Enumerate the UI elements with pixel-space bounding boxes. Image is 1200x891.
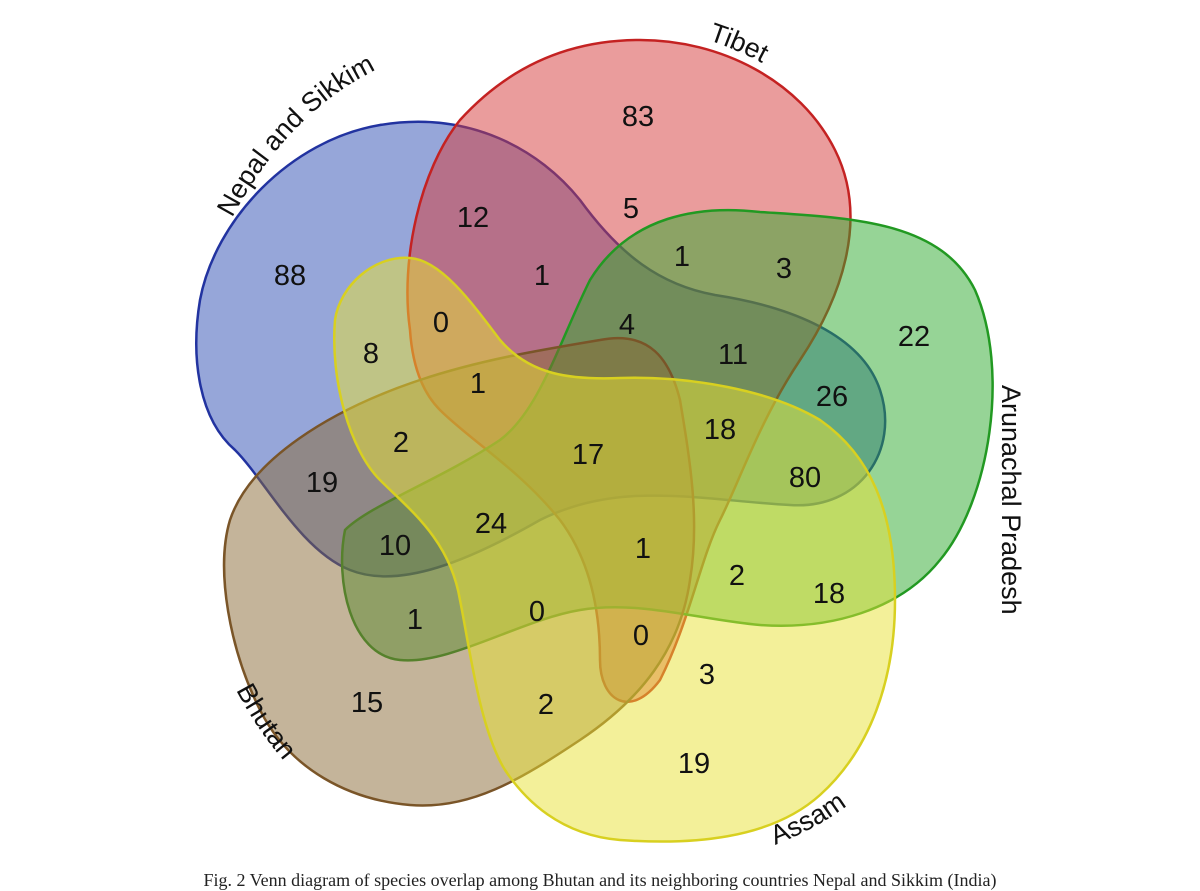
- region-count: 8: [363, 338, 379, 370]
- region-count: 1: [635, 533, 651, 565]
- region-count: 18: [704, 414, 736, 446]
- set-label-arunachal-pradesh: Arunachal Pradesh: [996, 385, 1026, 615]
- region-count: 5: [623, 193, 639, 225]
- region-count: 24: [475, 508, 507, 540]
- region-count: 2: [393, 427, 409, 459]
- region-count: 4: [619, 309, 635, 341]
- region-count: 18: [813, 578, 845, 610]
- region-count: 19: [306, 467, 338, 499]
- region-count: 26: [816, 381, 848, 413]
- region-count: 11: [718, 339, 748, 371]
- region-count: 15: [351, 687, 383, 719]
- set-assam-shape: [333, 256, 897, 843]
- region-count: 2: [538, 689, 554, 721]
- region-count: 1: [534, 260, 550, 292]
- region-count: 3: [776, 253, 792, 285]
- venn-region-counts: 88 83 22 15 19 12 5 1 3 1 0 8 4 11 26 1 …: [274, 101, 930, 780]
- region-count: 0: [433, 307, 449, 339]
- region-count: 1: [674, 241, 690, 273]
- region-count: 83: [622, 101, 654, 133]
- region-count: 1: [470, 368, 486, 400]
- region-count: 1: [407, 604, 423, 636]
- venn-sets: [195, 38, 994, 843]
- region-count: 80: [789, 462, 821, 494]
- region-count: 88: [274, 260, 306, 292]
- region-count: 19: [678, 748, 710, 780]
- region-count: 17: [572, 439, 604, 471]
- region-count: 10: [379, 530, 411, 562]
- region-count: 0: [529, 596, 545, 628]
- region-count: 12: [457, 202, 489, 234]
- region-count: 0: [633, 620, 649, 652]
- region-count: 22: [898, 321, 930, 353]
- region-count: 3: [699, 659, 715, 691]
- region-count: 2: [729, 560, 745, 592]
